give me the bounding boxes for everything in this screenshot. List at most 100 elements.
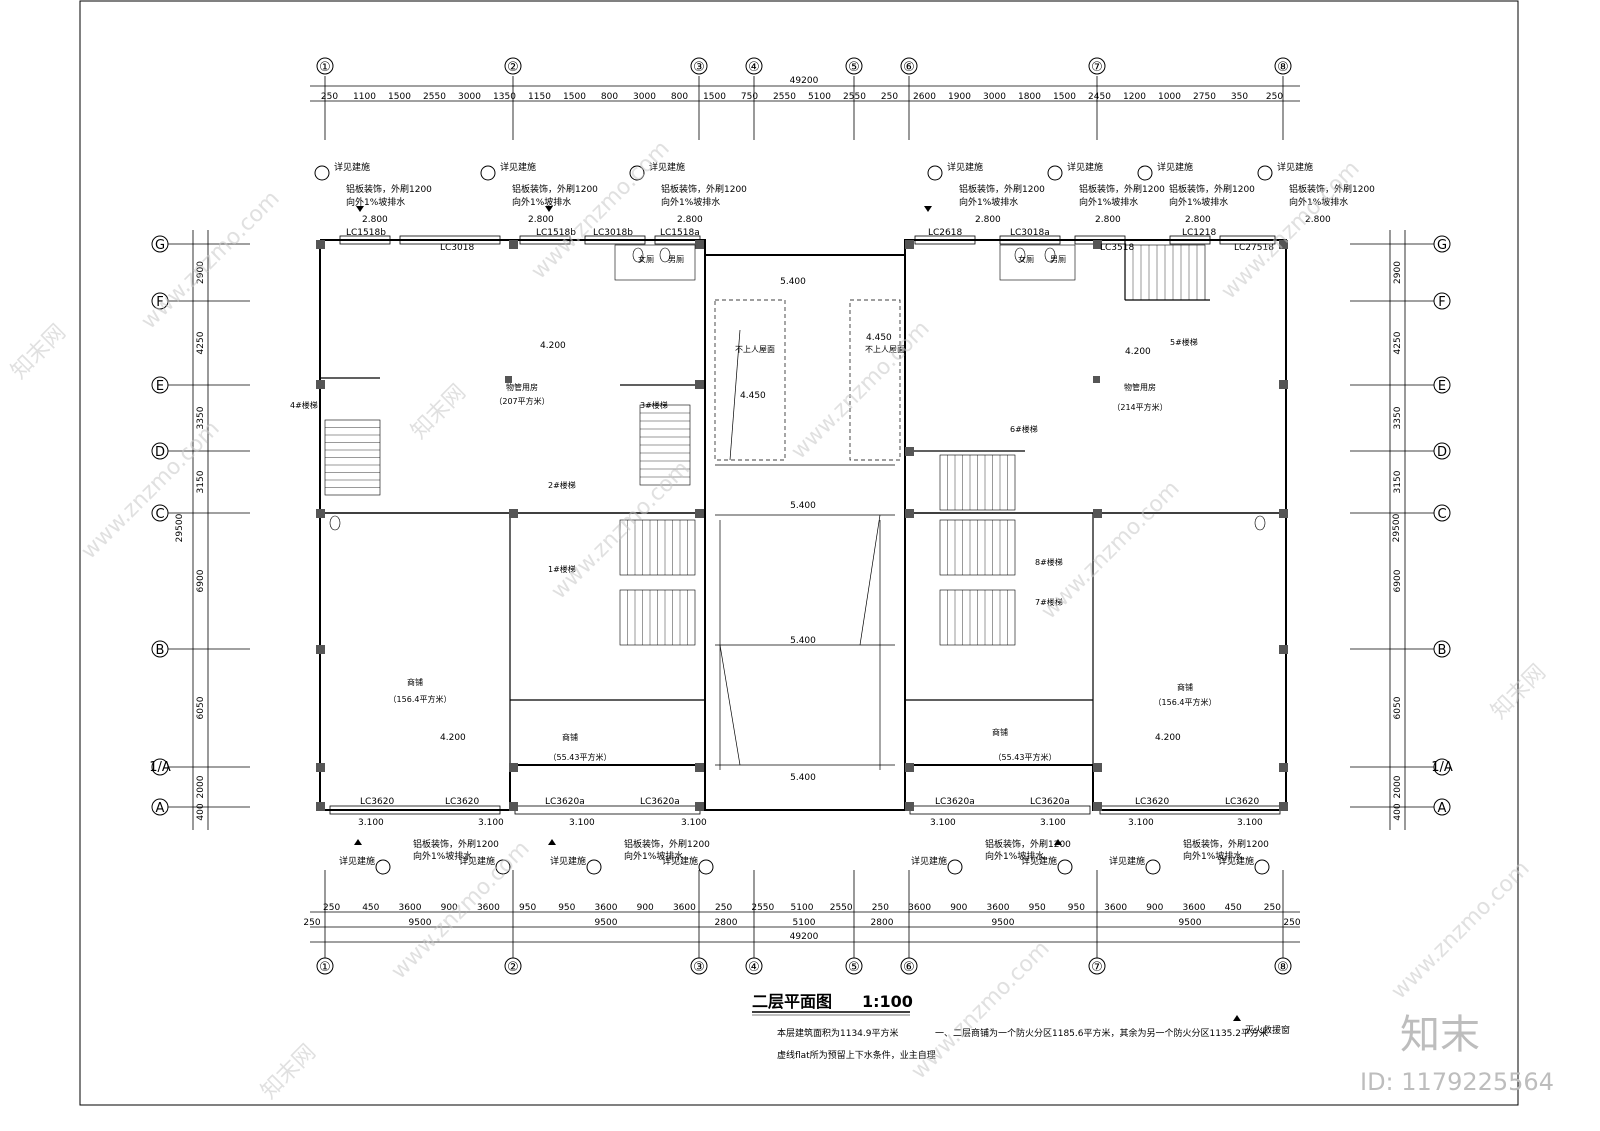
top-dimension-value: 750 bbox=[741, 92, 758, 102]
sill-note-2: 向外1%坡排水 bbox=[1169, 196, 1228, 208]
window-label-bottom-3: LC3620a bbox=[545, 797, 585, 807]
top-dimension-value: 2750 bbox=[1193, 92, 1216, 102]
room-office-right-name: 物管用房 bbox=[1124, 382, 1156, 392]
row-label-left-a: A bbox=[156, 801, 165, 816]
roof-left-elev: 4.450 bbox=[740, 391, 766, 401]
row-axes-right: G F E D C B 1/A A bbox=[1431, 235, 1453, 816]
note-fire-zone: 一、二层商铺为一个防火分区1185.6平方米，其余为另一个防火分区1135.2平… bbox=[935, 1027, 1268, 1039]
top-dimension-value: 350 bbox=[1231, 92, 1248, 102]
sill-note-2: 向外1%坡排水 bbox=[346, 196, 405, 208]
sill-note: 铝板装饰，外刷1200 bbox=[1183, 838, 1269, 850]
bottom-dimension-value: 2550 bbox=[751, 903, 774, 913]
sill-note: 铝板装饰，外刷1200 bbox=[985, 838, 1071, 850]
row-label-left-d: D bbox=[155, 445, 165, 460]
top-dimension-value: 2550 bbox=[773, 92, 796, 102]
row-label-left-b: B bbox=[156, 643, 165, 658]
axis-label-top-3: ③ bbox=[693, 60, 705, 75]
right-row-dimension-value: 3150 bbox=[1393, 470, 1403, 493]
sill-note-2: 向外1%坡排水 bbox=[413, 850, 472, 862]
row-label-left-c: C bbox=[155, 507, 164, 522]
top-dimension-value: 5100 bbox=[808, 92, 831, 102]
right-row-dimension-value: 3350 bbox=[1393, 406, 1403, 429]
central-void bbox=[714, 299, 901, 770]
detail-ref-text: 详见建施 bbox=[649, 161, 685, 173]
detail-callout-circle bbox=[1145, 859, 1161, 875]
detail-ref-text: 详见建施 bbox=[1109, 855, 1145, 867]
bottom-detail-callouts: 详见建施铝板装饰，外刷1200向外1%坡排水3.100详见建施3.100详见建施… bbox=[339, 818, 1270, 875]
bottom-dimension-value: 250 bbox=[1264, 903, 1281, 913]
detail-callout-circle bbox=[698, 859, 714, 875]
stair-treads bbox=[325, 245, 1198, 645]
top-dimension-value: 250 bbox=[881, 92, 898, 102]
sill-height: 2.800 bbox=[1095, 215, 1121, 225]
sill-note: 铝板装饰，外刷1200 bbox=[1169, 183, 1255, 195]
sill-height: 2.800 bbox=[1305, 215, 1331, 225]
window-label-top-10: LC27518 bbox=[1234, 243, 1274, 253]
axis-bubble-7: ⑦ bbox=[1088, 57, 1106, 75]
bottom-dimension-value: 3600 bbox=[673, 903, 696, 913]
detail-ref-text: 详见建施 bbox=[1277, 161, 1313, 173]
detail-callout-circle bbox=[375, 859, 391, 875]
right-total-dimension: 29500 bbox=[1392, 513, 1402, 542]
sill-height-bottom: 3.100 bbox=[1040, 818, 1066, 828]
left-total-dimension: 29500 bbox=[175, 513, 185, 542]
watermark-brand: 知末 bbox=[1400, 1012, 1480, 1058]
sill-note: 铝板装饰，外刷1200 bbox=[1079, 183, 1165, 195]
sill-height-bottom: 3.100 bbox=[1128, 818, 1154, 828]
row-label-left-1a: 1/A bbox=[149, 760, 171, 775]
right-row-dimension-value: 2000 bbox=[1393, 775, 1403, 798]
axis-label-top-4: ④ bbox=[748, 60, 760, 75]
detail-ref-text: 详见建施 bbox=[550, 855, 586, 867]
axis-label-top-7: ⑦ bbox=[1091, 60, 1103, 75]
sill-note-2: 向外1%坡排水 bbox=[959, 196, 1018, 208]
drawing-frame bbox=[79, 0, 1519, 1106]
sill-note: 铝板装饰，外刷1200 bbox=[661, 183, 747, 195]
top-dimension-value: 1350 bbox=[493, 92, 516, 102]
column-axes-top: ① ② ③ ④ ⑤ ⑥ ⑦ ⑧ bbox=[316, 57, 1292, 75]
bottom-dimension-value: 950 bbox=[1068, 903, 1085, 913]
top-dimension-value: 1500 bbox=[1053, 92, 1076, 102]
sill-height: 2.800 bbox=[975, 215, 1001, 225]
detail-callout-circle bbox=[1057, 859, 1073, 875]
left-row-dimension-value: 2900 bbox=[196, 261, 206, 284]
watermark-site-9: www.znzmo.com bbox=[1387, 856, 1535, 1004]
stair-2-label: 2#楼梯 bbox=[548, 480, 576, 490]
axis-label-top-2: ② bbox=[507, 60, 519, 75]
room-shop-right-name: 商铺 bbox=[1177, 682, 1193, 692]
bottom-dimension-value: 900 bbox=[637, 903, 654, 913]
watermark-cn-2: 知末网 bbox=[407, 380, 471, 444]
axis-bubble-6: ⑥ bbox=[900, 57, 918, 75]
bottom-dimension-value: 450 bbox=[362, 903, 379, 913]
row-label-right-f: F bbox=[1438, 295, 1445, 310]
sill-height-bottom: 3.100 bbox=[358, 818, 384, 828]
window-label-bottom-1: LC3620 bbox=[360, 797, 394, 807]
row-label-right-g: G bbox=[1437, 238, 1447, 253]
roof-right-label: 不上人屋面 bbox=[865, 345, 905, 354]
top-dimension-value: 1500 bbox=[388, 92, 411, 102]
top-dimension-value: 2550 bbox=[423, 92, 446, 102]
bottom-dimension-value: 2550 bbox=[830, 903, 853, 913]
row-label-left-f: F bbox=[156, 295, 163, 310]
right-row-dimension-value: 6050 bbox=[1393, 696, 1403, 719]
axis-label-bottom-6: ⑥ bbox=[903, 960, 915, 975]
watermark-cn-3: 知末网 bbox=[1487, 660, 1551, 724]
stair-8-label: 8#楼梯 bbox=[1035, 557, 1063, 567]
sill-note-2: 向外1%坡排水 bbox=[985, 850, 1044, 862]
top-dimension-value: 2600 bbox=[913, 92, 936, 102]
total-dimension-top: 49200 bbox=[790, 76, 819, 86]
left-row-dimension-value: 2000 bbox=[196, 775, 206, 798]
axis-bubble-4: ④ bbox=[745, 57, 763, 75]
bottom-dimension-value: 950 bbox=[519, 903, 536, 913]
structural-columns bbox=[316, 240, 1288, 811]
sill-height: 2.800 bbox=[1185, 215, 1211, 225]
sill-note: 铝板装饰，外刷1200 bbox=[346, 183, 432, 195]
row-label-right-a: A bbox=[1438, 801, 1447, 816]
detail-callout-circle bbox=[314, 165, 330, 181]
toilet-female-left: 女厕 bbox=[638, 254, 654, 264]
axis-bubble-5: ⑤ bbox=[845, 57, 863, 75]
window-label-top-8: LC3518 bbox=[1100, 243, 1134, 253]
detail-callout-circle bbox=[480, 165, 496, 181]
detail-callout-circle bbox=[1257, 165, 1273, 181]
bottom-bay-value: 5100 bbox=[793, 918, 816, 928]
